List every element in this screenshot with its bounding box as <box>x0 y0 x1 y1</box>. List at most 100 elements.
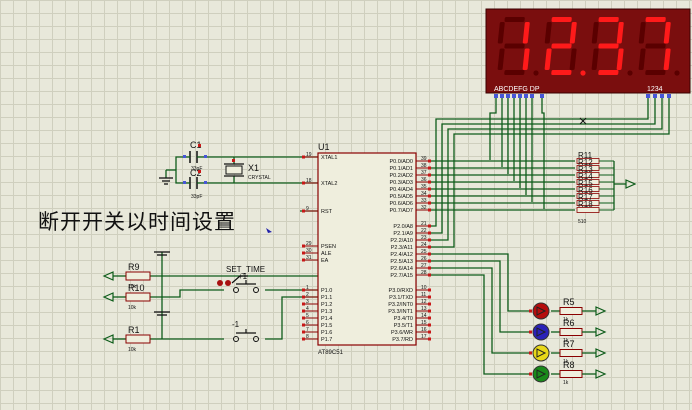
mcu-pin-number: 34 <box>421 191 427 197</box>
mcu-pin-marker <box>428 208 431 212</box>
mcu-pin-name: P0.2/AD2 <box>389 173 413 179</box>
segment-f <box>591 22 599 44</box>
mcu-pin-number: 35 <box>421 184 427 190</box>
mcu-pin-number: 17 <box>421 334 427 340</box>
mcu-pin-marker <box>302 337 305 341</box>
mcu-pin-number: 4 <box>306 306 309 312</box>
seven-segment-display[interactable]: ABCDEFG DP 1234 <box>485 8 691 94</box>
mcu-pin-marker <box>302 302 305 306</box>
mcu-pin-number: 8 <box>306 334 309 340</box>
mcu-pin-name: P2.2/A10 <box>390 238 413 244</box>
mcu-pin-marker <box>428 159 431 163</box>
no-connect-mark <box>579 117 587 125</box>
segment-a <box>551 17 572 22</box>
led-diode-symbol <box>536 306 547 316</box>
r1-value: 10k <box>128 347 137 353</box>
mcu-pin-marker <box>428 194 431 198</box>
mcu-pin-number: 33 <box>421 198 427 204</box>
instruction-note: 断开开关以时间设置 <box>38 210 236 234</box>
mcu-pin-name: P1.7 <box>321 337 332 343</box>
mcu-pin-number: 9 <box>306 206 309 212</box>
digit-2 <box>544 17 586 76</box>
mcu-pin-name: P1.4 <box>321 316 332 322</box>
mcu-pin-number: 7 <box>306 327 309 333</box>
mcu-pin-number: 23 <box>421 235 427 241</box>
mcu-pin-marker <box>302 323 305 327</box>
mcu-pin-number: 6 <box>306 320 309 326</box>
segment-c <box>616 48 624 70</box>
mcu-pin-name: XTAL2 <box>321 181 337 187</box>
mcu-pin-marker <box>428 316 431 320</box>
mcu-pin-number: 25 <box>421 249 427 255</box>
segment-a <box>645 17 666 22</box>
crystal-part: CRYSTAL <box>248 175 271 181</box>
segment-g <box>598 43 619 49</box>
led-pin-marker <box>529 372 532 376</box>
led-terminal-arrow <box>595 327 607 337</box>
digit-4 <box>638 17 680 76</box>
mcu-pin-number: 16 <box>421 327 427 333</box>
mcu-pin-marker <box>302 209 305 213</box>
mcu-pin-name: P1.1 <box>321 295 332 301</box>
mcu-pin-number: 31 <box>306 255 312 261</box>
mcu-pin-marker <box>302 244 305 248</box>
mcu-pin-name: P3.1/TXD <box>389 295 413 301</box>
mcu-pin-marker <box>428 201 431 205</box>
input-resistors[interactable]: R9 10k R10 10k R1 10k <box>102 251 170 353</box>
wires <box>150 98 670 375</box>
mcu-pin-number: 18 <box>306 178 312 184</box>
led-resistor-value: 1k <box>563 338 569 344</box>
mcu-pin-marker <box>428 166 431 170</box>
mcu-pin-marker <box>428 273 431 277</box>
mcu-pin-name: P1.5 <box>321 323 332 329</box>
led-diode-symbol <box>536 348 547 358</box>
mcu-pin-name: P0.3/AD3 <box>389 180 413 186</box>
r1-ref: R1 <box>128 325 140 335</box>
mcu-pin-name: P0.4/AD4 <box>389 187 413 193</box>
rpack-ref: R12 <box>578 158 593 167</box>
minus-one-label: -1 <box>232 320 240 329</box>
mcu-pin-name: P2.5/A13 <box>390 259 413 265</box>
mcu-pin-marker <box>302 258 305 262</box>
decimal-point <box>580 70 586 76</box>
mcu-pin-number: 24 <box>421 242 427 248</box>
cap1-value: 33pF <box>191 166 202 172</box>
crystal-ref: X1 <box>248 163 259 173</box>
mcu-pin-number: 38 <box>421 163 427 169</box>
mcu-pin-name: P2.1/A9 <box>393 231 413 237</box>
mcu-pin-number: 36 <box>421 177 427 183</box>
mcu-pin-name: P1.6 <box>321 330 332 336</box>
mcu-pin-number: 29 <box>306 241 312 247</box>
crystal-section[interactable]: C1 33pF C2 33pF X1 CRYSTAL <box>159 140 271 200</box>
mcu-pin-marker <box>428 224 431 228</box>
led-resistor-ref: R8 <box>563 360 575 370</box>
segment-f <box>638 22 646 44</box>
rpack-ref: R14 <box>578 172 593 181</box>
mcu-pin-name: P0.5/AD5 <box>389 194 413 200</box>
segment-d <box>551 70 572 75</box>
mcu-pin-number: 28 <box>421 270 427 276</box>
decimal-point <box>627 70 633 76</box>
rpack-ref: R17 <box>578 193 593 202</box>
cap1-ref: C1 <box>190 140 202 150</box>
led-body <box>532 323 550 341</box>
mcu-pin-marker <box>302 309 305 313</box>
cap2-value: 33pF <box>191 194 202 200</box>
r10-value: 10k <box>128 305 137 311</box>
mcu-pin-name: RST <box>321 209 333 215</box>
led-pin-marker <box>529 309 532 313</box>
led-resistor-ref: R5 <box>563 297 575 307</box>
switches[interactable]: SET_TIME +1 -1 <box>217 265 265 342</box>
mcu-pin-marker <box>302 155 305 159</box>
display-pins <box>494 94 671 98</box>
segment-a <box>504 17 525 22</box>
